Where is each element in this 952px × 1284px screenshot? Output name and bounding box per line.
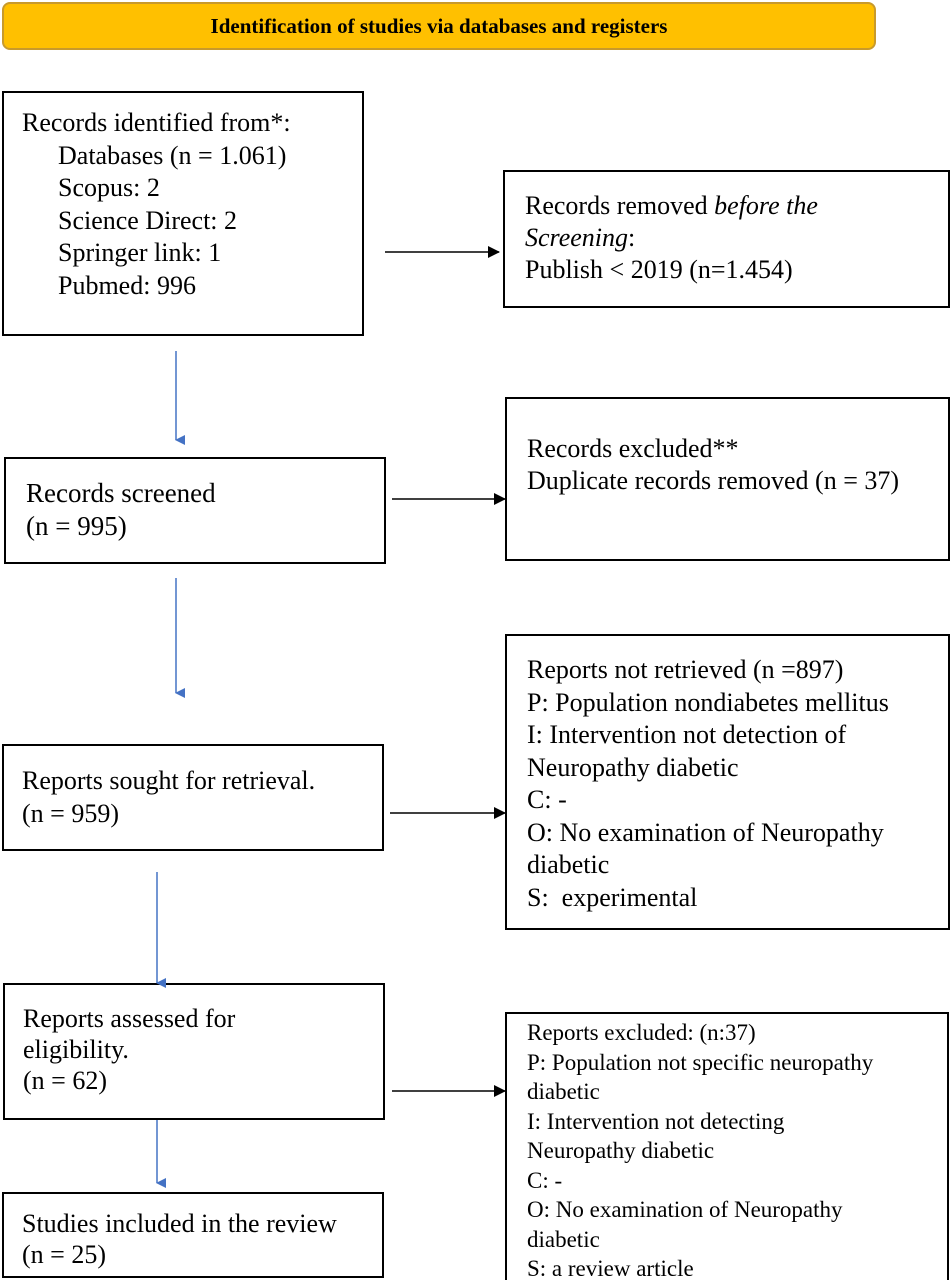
removed-line-1-italic: before the xyxy=(714,191,818,220)
studies-included-box: Studies included in the review (n = 25) xyxy=(2,1192,384,1278)
records-excluded-box: Records excluded** Duplicate records rem… xyxy=(505,397,950,561)
assessed-line-1: Reports assessed for xyxy=(23,1004,236,1033)
records-identified-box: Records identified from*: Databases (n =… xyxy=(2,91,364,336)
identified-line-5: Springer link: 1 xyxy=(58,238,222,267)
header-title: Identification of studies via databases … xyxy=(210,13,668,38)
excluded2-line-8: diabetic xyxy=(527,1226,600,1252)
excluded2-line-5: Neuropathy diabetic xyxy=(527,1138,715,1163)
header-banner: Identification of studies via databases … xyxy=(2,2,876,50)
excluded2-line-6: C: - xyxy=(527,1167,563,1193)
not-retrieved-line-8: S: experimental xyxy=(527,882,698,912)
identified-line-1: Records identified from*: xyxy=(22,108,291,137)
identified-line-3: Scopus: 2 xyxy=(58,173,160,202)
excluded2-line-2: P: Population not specific neuropathy xyxy=(527,1049,874,1075)
removed-line-3: Publish < 2019 (n=1.454) xyxy=(525,255,793,284)
excluded2-line-4: I: Intervention not detecting xyxy=(527,1108,785,1134)
removed-line-2-italic: Screening xyxy=(525,223,628,252)
reports-sought-box: Reports sought for retrieval. (n = 959) xyxy=(2,744,384,851)
screened-line-2: (n = 995) xyxy=(26,511,127,541)
reports-assessed-box: Reports assessed for eligibility. (n = 6… xyxy=(3,983,385,1120)
assessed-line-2: eligibility. xyxy=(23,1035,129,1064)
excluded2-line-7: O: No examination of Neuropathy xyxy=(527,1197,843,1222)
not-retrieved-line-3: I: Intervention not detection of xyxy=(527,720,847,749)
identified-line-6: Pubmed: 996 xyxy=(58,270,196,300)
included-line-2: (n = 25) xyxy=(22,1240,106,1269)
reports-not-retrieved-box: Reports not retrieved (n =897) P: Popula… xyxy=(505,634,950,930)
sought-line-1: Reports sought for retrieval. xyxy=(22,766,316,795)
assessed-line-3: (n = 62) xyxy=(23,1066,107,1095)
removed-line-2-suffix: : xyxy=(628,223,636,252)
sought-line-2: (n = 959) xyxy=(22,799,119,828)
not-retrieved-line-7: diabetic xyxy=(527,850,610,879)
excluded2-line-9: S: a review article xyxy=(527,1256,694,1281)
identified-line-2: Databases (n = 1.061) xyxy=(58,140,287,170)
not-retrieved-line-6: O: No examination of Neuropathy xyxy=(527,817,884,847)
not-retrieved-line-2: P: Population nondiabetes mellitus xyxy=(527,687,889,717)
not-retrieved-line-4: Neuropathy diabetic xyxy=(527,752,739,782)
screened-line-1: Records screened xyxy=(26,478,216,508)
records-screened-box: Records screened (n = 995) xyxy=(4,457,386,564)
identified-line-4: Science Direct: 2 xyxy=(58,205,238,235)
removed-line-1-prefix: Records removed xyxy=(525,191,715,220)
reports-excluded-box: Reports excluded: (n:37) P: Population n… xyxy=(505,1012,949,1281)
excluded1-line-1: Records excluded** xyxy=(527,434,739,463)
removed-line-1: Records removed before the xyxy=(525,190,948,222)
included-line-1: Studies included in the review xyxy=(22,1209,337,1238)
records-removed-box: Records removed before the Screening: Pu… xyxy=(503,170,950,308)
excluded1-line-2: Duplicate records removed (n = 37) xyxy=(527,466,900,495)
not-retrieved-line-1: Reports not retrieved (n =897) xyxy=(527,655,844,684)
excluded2-line-3: diabetic xyxy=(527,1079,600,1104)
excluded2-line-1: Reports excluded: (n:37) xyxy=(527,1020,756,1045)
not-retrieved-line-5: C: - xyxy=(527,785,567,814)
removed-line-2: Screening: xyxy=(525,222,948,254)
